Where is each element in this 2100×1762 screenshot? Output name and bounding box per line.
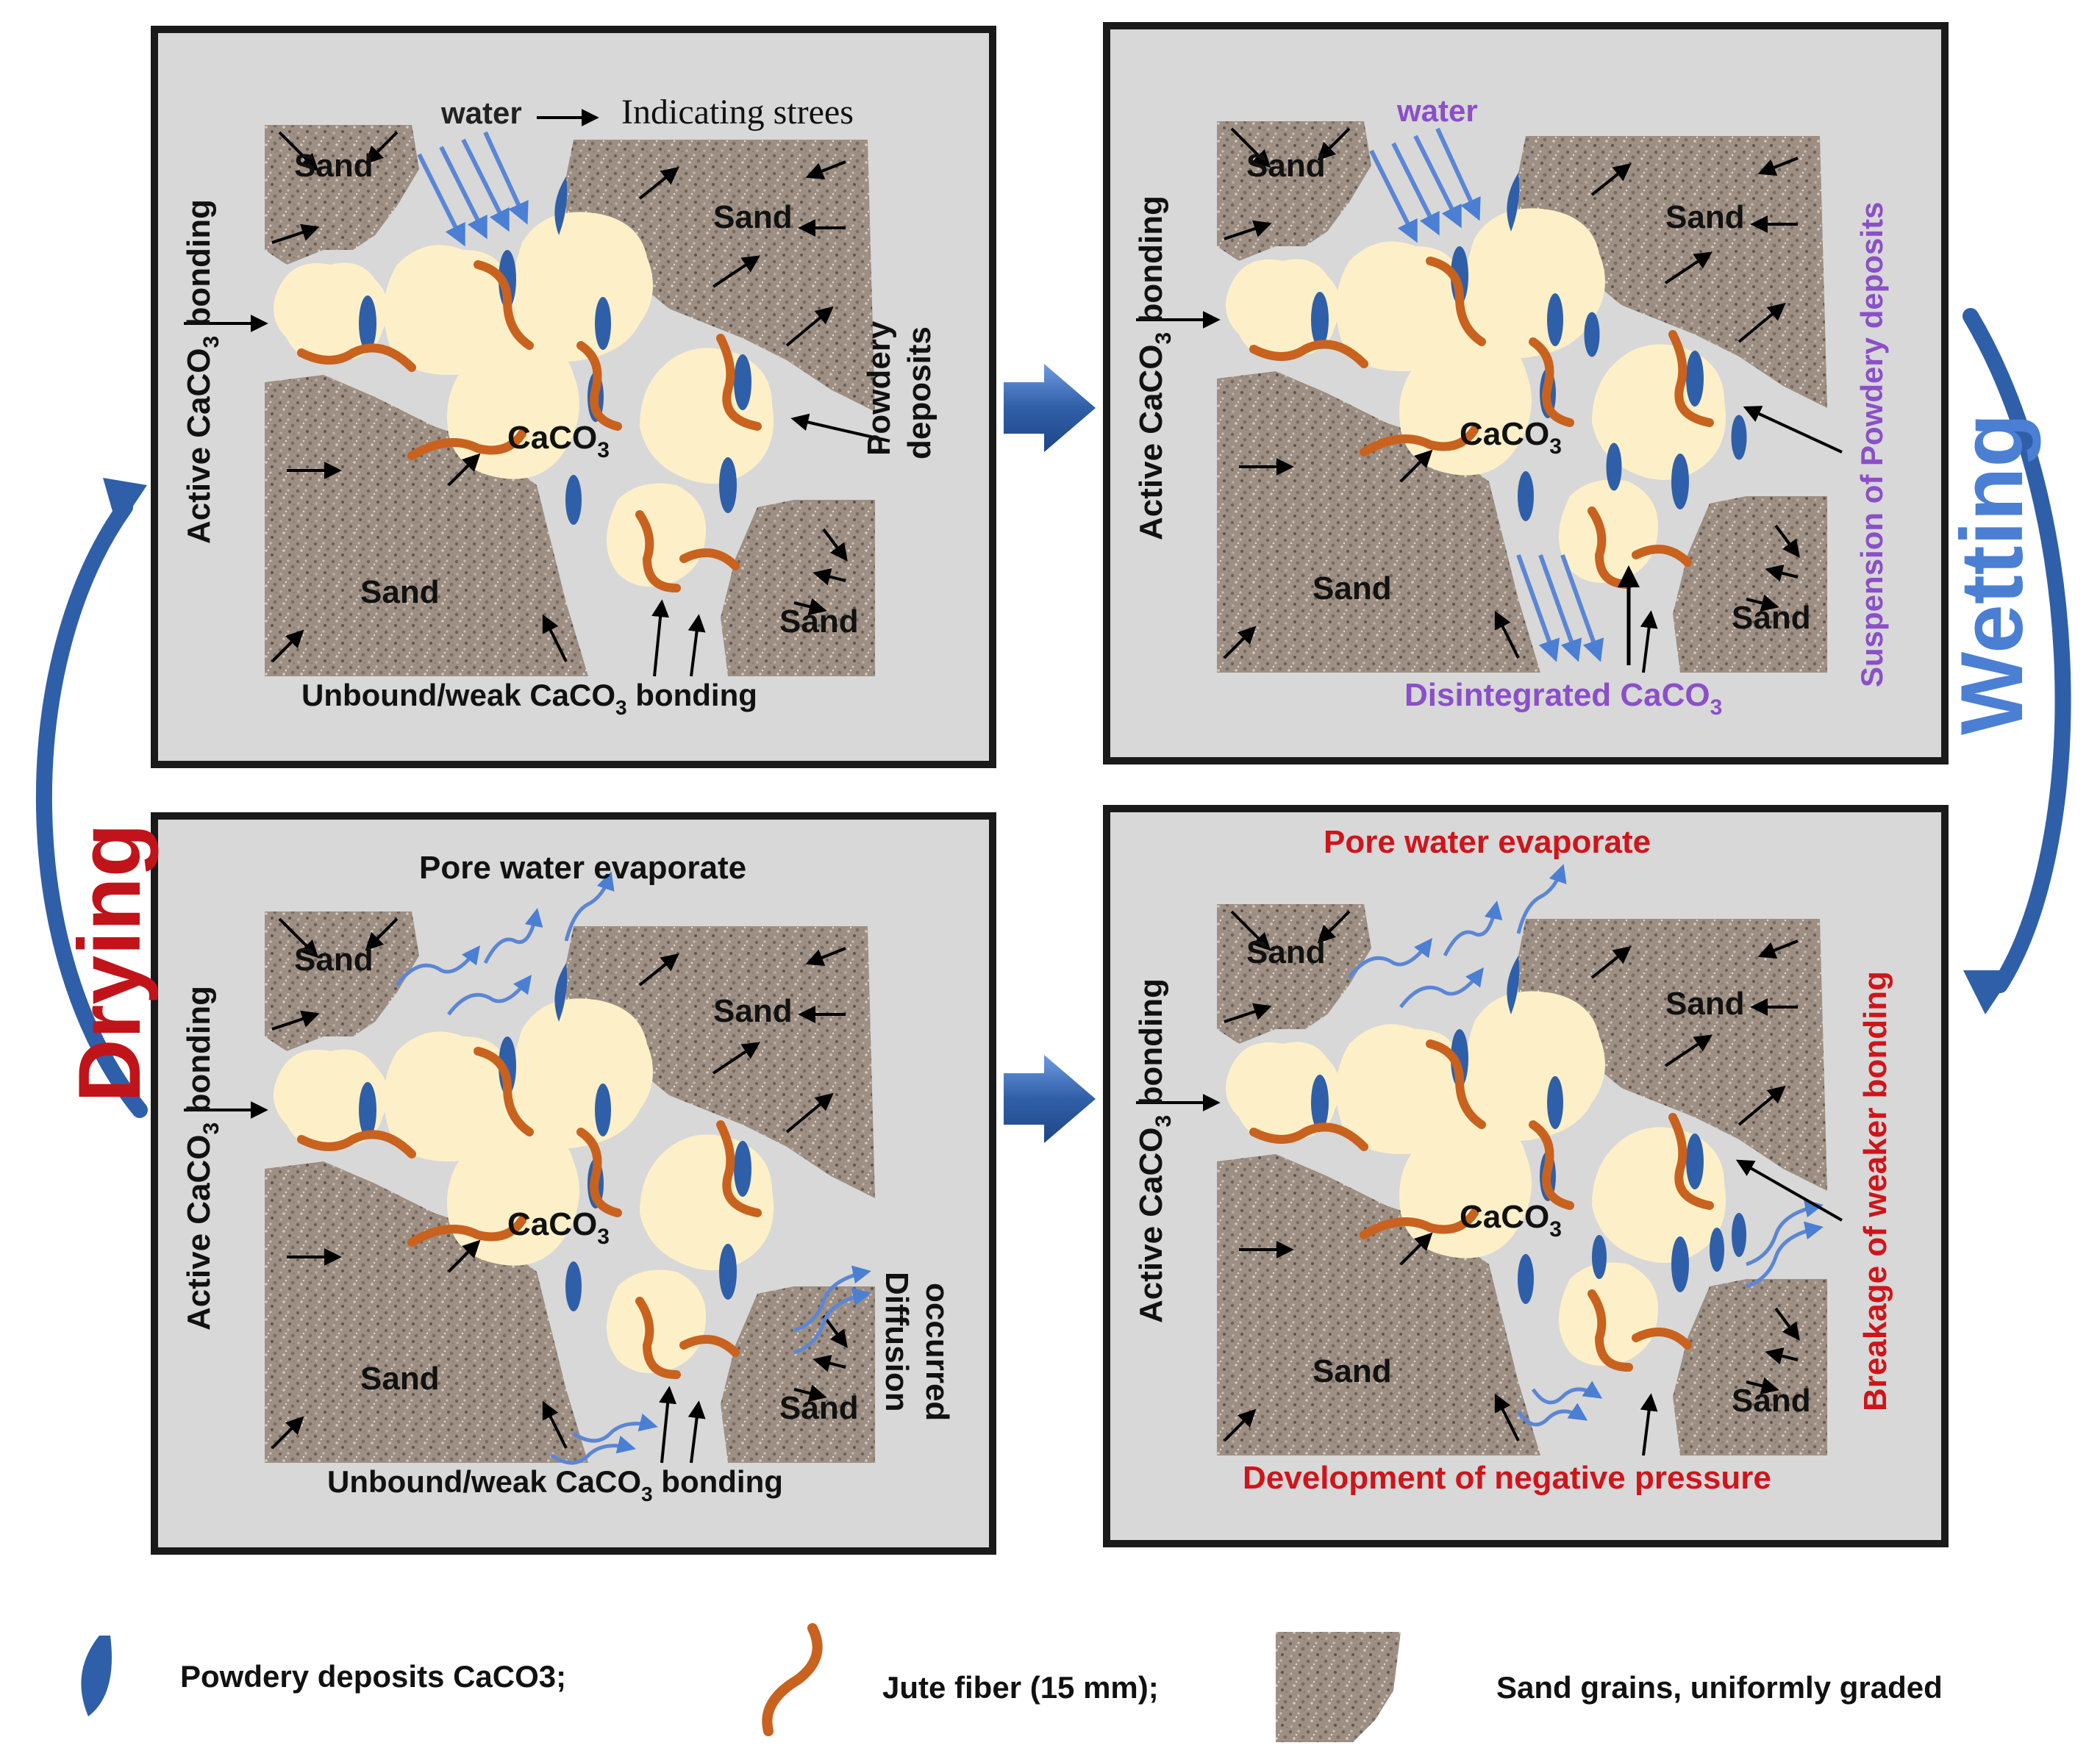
tr-active-bonding-label: Active CaCO3 bonding [1133, 196, 1176, 540]
bl-diffusion-label-1: Diffusion [879, 1272, 915, 1412]
panel-top-right: water Sand Sand Sand Sand CaCO3 Active C… [1103, 22, 1949, 764]
wetting-arrowhead [1963, 970, 2015, 1014]
bl-sand-4: Sand [779, 1390, 859, 1426]
panel-bottom-right: Pore water evaporate Sand Sand Sand Sand… [1103, 805, 1949, 1547]
sand-grain-icon [1276, 1632, 1401, 1742]
jute-fiber-icon [762, 1623, 823, 1736]
legend: Powdery deposits CaCO3; Jute fiber (15 m… [81, 1623, 1943, 1742]
bl-unbound-label: Unbound/weak CaCO3 bonding [327, 1464, 783, 1505]
tr-sand-4: Sand [1732, 600, 1811, 636]
tl-unbound-label: Unbound/weak CaCO3 bonding [301, 678, 757, 719]
legend-powdery-label: Powdery deposits CaCO3; [180, 1659, 566, 1694]
br-sand-3: Sand [1312, 1353, 1392, 1389]
drying-label: Drying [60, 823, 159, 1103]
tr-suspension-label: Suspension of Powdery deposits [1854, 202, 1889, 687]
tr-water-label: water [1396, 93, 1478, 128]
tl-sand-1: Sand [294, 148, 374, 184]
tl-active-bonding-label: Active CaCO3 bonding [181, 199, 224, 544]
br-breakage-label: Breakage of weaker bonding [1857, 971, 1893, 1411]
tl-sand-4: Sand [779, 604, 859, 640]
powdery-deposit-icon [81, 1636, 112, 1716]
bl-evaporate-label: Pore water evaporate [419, 850, 746, 886]
tl-powdery-label-2: deposits [901, 326, 938, 459]
tr-caco3-label: CaCO3 [1460, 416, 1562, 459]
wetting-label: Wetting [1943, 413, 2041, 735]
bl-sand-1: Sand [294, 942, 374, 978]
br-negative-pressure-label: Development of negative pressure [1243, 1460, 1771, 1496]
tl-sand-3: Sand [360, 574, 440, 610]
panel-bottom-left: Pore water evaporate Sand Sand Sand Sand… [151, 812, 996, 1555]
bl-sand-2: Sand [713, 993, 793, 1029]
tl-powdery-label-1: Powdery [861, 320, 897, 456]
tl-sand-2: Sand [713, 199, 793, 235]
tl-water-label: water [440, 96, 522, 130]
tr-sand-3: Sand [1312, 570, 1392, 606]
block-arrow-bottom [1004, 1055, 1096, 1143]
tl-indicating-label: Indicating strees [621, 93, 854, 132]
bl-active-bonding-label: Active CaCO3 bonding [181, 986, 224, 1331]
bl-caco3-label: CaCO3 [507, 1206, 610, 1249]
br-sand-4: Sand [1732, 1383, 1811, 1419]
br-caco3-label: CaCO3 [1460, 1199, 1562, 1242]
block-arrow-top [1004, 364, 1096, 452]
tl-caco3-label: CaCO3 [507, 420, 610, 462]
tr-disintegrated-label: Disintegrated CaCO3 [1404, 677, 1722, 720]
panel-top-left: water Indicating strees Sand Sand Sand S… [151, 26, 996, 768]
bl-sand-3: Sand [360, 1361, 440, 1397]
bl-diffusion-label-2: occurred [919, 1283, 955, 1421]
drying-cycle-arrow [35, 499, 148, 1118]
br-evaporate-label: Pore water evaporate [1324, 824, 1651, 860]
wetting-cycle-arrow [1963, 308, 2071, 993]
br-active-bonding-label: Active CaCO3 bonding [1133, 978, 1176, 1323]
br-sand-2: Sand [1665, 986, 1745, 1022]
legend-sand-label: Sand grains, uniformly graded [1496, 1670, 1943, 1705]
drying-arrowhead [103, 478, 147, 529]
br-sand-1: Sand [1246, 934, 1326, 970]
legend-jute-label: Jute fiber (15 mm); [882, 1670, 1159, 1705]
tr-sand-1: Sand [1246, 148, 1326, 184]
tr-sand-2: Sand [1665, 199, 1745, 235]
